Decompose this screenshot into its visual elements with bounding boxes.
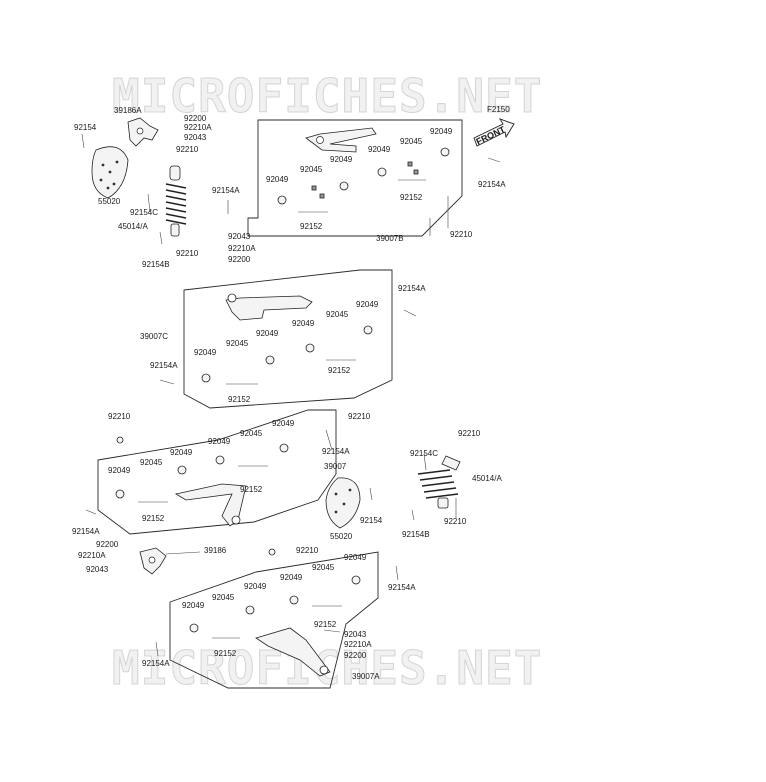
part-label: 39007B <box>376 234 404 243</box>
part-label: 92210 <box>450 230 473 239</box>
part-label: 92152 <box>240 485 263 494</box>
part-label: 92210 <box>176 249 199 258</box>
part-label: 92154B <box>142 260 170 269</box>
part-label: 55020 <box>98 197 121 206</box>
part-label: 92200 <box>96 540 119 549</box>
part-label: 92049 <box>194 348 217 357</box>
part-label: 92045 <box>312 563 335 572</box>
part-label: 92049 <box>208 437 231 446</box>
shock-absorber-top <box>165 165 187 237</box>
part-label: 92045 <box>326 310 349 319</box>
part-label: 92152 <box>300 222 323 231</box>
watermark-top: MICROFICHES.NET <box>112 69 542 123</box>
part-label: 92210A <box>78 551 106 560</box>
part-label: 92045 <box>226 339 249 348</box>
part-label: 92043 <box>228 232 251 241</box>
part-label: 92200 <box>184 114 207 123</box>
part-label: 92154 <box>74 123 97 132</box>
part-label: 92154C <box>410 449 438 458</box>
part-label: 39007 <box>324 462 347 471</box>
part-label: 92049 <box>108 466 131 475</box>
part-label: 92154 <box>360 516 383 525</box>
part-label: 55020 <box>330 532 353 541</box>
part-label: 92154A <box>150 361 178 370</box>
part-label: 92154A <box>142 659 170 668</box>
knuckle-bottom <box>139 547 167 575</box>
part-label: 92045 <box>300 165 323 174</box>
assembly-frame-39007b <box>247 119 463 237</box>
part-label: 92210 <box>348 412 371 421</box>
part-labels: 39186A 92200 92210A 92043 92154 92210 55… <box>72 106 506 681</box>
part-label: 92045 <box>240 429 263 438</box>
part-label: 92049 <box>430 127 453 136</box>
part-label: 39186A <box>114 106 142 115</box>
part-label: 92043 <box>344 630 367 639</box>
part-label: 92049 <box>292 319 315 328</box>
part-label: 92200 <box>344 651 367 660</box>
part-label: 92049 <box>182 601 205 610</box>
part-label: 92210A <box>184 123 212 132</box>
part-label: 92210A <box>228 244 256 253</box>
part-label: 45014/A <box>118 222 148 231</box>
part-label: 92154A <box>388 583 416 592</box>
part-label: 92045 <box>400 137 423 146</box>
part-label: 92210 <box>458 429 481 438</box>
part-label: 92210 <box>296 546 319 555</box>
part-label: 92210 <box>108 412 131 421</box>
control-arm-39007b <box>305 127 377 153</box>
part-label: 45014/A <box>472 474 502 483</box>
control-arm-39007c <box>225 293 313 321</box>
part-label: 92154A <box>322 447 350 456</box>
part-label: 92045 <box>140 458 163 467</box>
part-label: 92049 <box>344 553 367 562</box>
part-label: 92049 <box>280 573 303 582</box>
shock-absorber-right <box>417 455 461 509</box>
part-label: 92049 <box>272 419 295 428</box>
part-label: 92154C <box>130 208 158 217</box>
front-arrow-icon: FRONT <box>473 118 515 147</box>
part-label: 92152 <box>328 366 351 375</box>
part-label: 92049 <box>256 329 279 338</box>
part-label: 92152 <box>400 193 423 202</box>
part-label: 92154A <box>72 527 100 536</box>
figure-code: F2150 <box>487 105 510 114</box>
assembly-frame-39007 <box>97 409 337 535</box>
part-label: 39007C <box>140 332 168 341</box>
brake-disc-top <box>91 146 129 199</box>
front-arrow-label: FRONT <box>474 124 507 147</box>
part-label: 92200 <box>228 255 251 264</box>
part-label: 92152 <box>142 514 165 523</box>
part-label: 92210 <box>444 517 467 526</box>
part-label: 92154B <box>402 530 430 539</box>
part-label: 92049 <box>266 175 289 184</box>
part-label: 92049 <box>170 448 193 457</box>
brake-disc-right <box>325 477 361 529</box>
part-label: 39007A <box>352 672 380 681</box>
control-arm-39007 <box>174 483 247 527</box>
part-label: 92154A <box>398 284 426 293</box>
part-label: 92049 <box>356 300 379 309</box>
part-label: 92049 <box>244 582 267 591</box>
assembly-frame-39007c <box>183 269 393 409</box>
part-label: 92152 <box>214 649 237 658</box>
part-label: 92049 <box>368 145 391 154</box>
knuckle-top <box>127 117 159 147</box>
part-label: 92045 <box>212 593 235 602</box>
part-label: 92210 <box>176 145 199 154</box>
part-label: 92152 <box>314 620 337 629</box>
part-label: 92154A <box>212 186 240 195</box>
part-label: 92049 <box>330 155 353 164</box>
part-label: 92154A <box>478 180 506 189</box>
part-label: 92210A <box>344 640 372 649</box>
part-label: 92152 <box>228 395 251 404</box>
assembly-frame-39007a <box>169 551 379 689</box>
part-label: 92043 <box>86 565 109 574</box>
control-arm-39007a <box>255 627 331 677</box>
part-label: 39186 <box>204 546 227 555</box>
part-label: 92043 <box>184 133 207 142</box>
